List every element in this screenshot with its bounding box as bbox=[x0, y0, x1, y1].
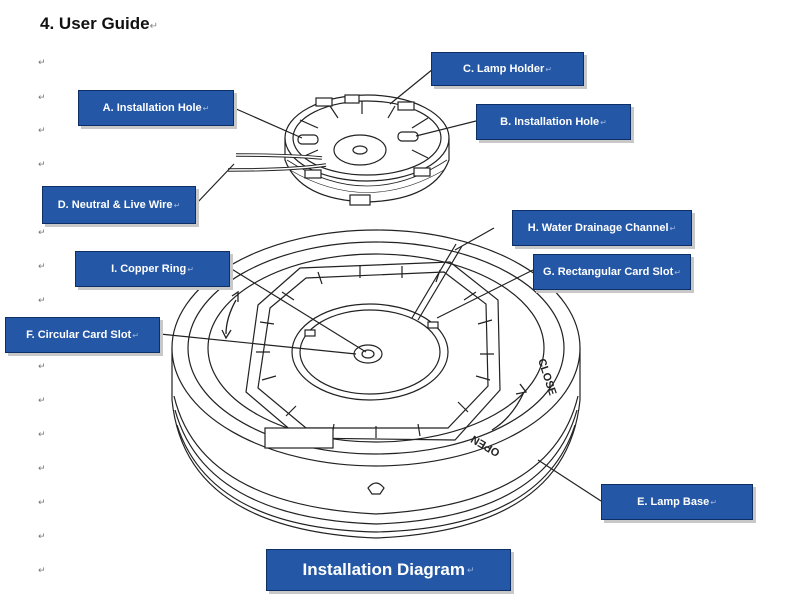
label-lamp-holder: C. Lamp Holder↵ bbox=[431, 52, 584, 86]
label-lamp-base: E. Lamp Base↵ bbox=[601, 484, 753, 520]
return-mark-icon: ↵ bbox=[600, 117, 607, 127]
diagram-title-text: Installation Diagram bbox=[302, 560, 465, 579]
paragraph-mark-icon: ↵ bbox=[38, 262, 46, 272]
return-mark-icon: ↵ bbox=[545, 64, 552, 74]
lamp-base-drawing bbox=[171, 229, 581, 539]
label-circular-card-slot-text: F. Circular Card Slot bbox=[26, 329, 132, 341]
label-water-drainage-channel-text: H. Water Drainage Channel bbox=[527, 222, 669, 234]
label-neutral-live-wire: D. Neutral & Live Wire↵ bbox=[42, 186, 196, 224]
return-mark-icon: ↵ bbox=[202, 103, 210, 113]
label-installation-hole-b-text: B. Installation Hole bbox=[500, 116, 600, 128]
section-title: User Guide bbox=[58, 14, 150, 33]
section-heading: 4. User Guide↵ bbox=[40, 14, 158, 34]
label-installation-hole-a: A. Installation Hole↵ bbox=[78, 90, 234, 126]
section-number: 4. bbox=[40, 14, 55, 33]
return-mark-icon: ↵ bbox=[669, 223, 677, 233]
paragraph-mark-icon: ↵ bbox=[38, 498, 46, 508]
label-installation-hole-a-text: A. Installation Hole bbox=[102, 102, 202, 114]
label-lamp-base-text: E. Lamp Base bbox=[637, 496, 710, 508]
label-rectangular-card-slot-text: G. Rectangular Card Slot bbox=[543, 266, 674, 278]
paragraph-mark-icon: ↵ bbox=[38, 396, 46, 406]
return-mark-icon: ↵ bbox=[674, 267, 681, 277]
paragraph-mark-icon: ↵ bbox=[38, 228, 46, 238]
diagram-title: Installation Diagram↵ bbox=[266, 549, 511, 591]
label-copper-ring: I. Copper Ring↵ bbox=[75, 251, 230, 287]
return-mark-icon: ↵ bbox=[187, 264, 194, 274]
paragraph-mark-icon: ↵ bbox=[38, 93, 46, 103]
paragraph-mark-icon: ↵ bbox=[38, 532, 46, 542]
paragraph-mark-icon: ↵ bbox=[38, 566, 46, 576]
return-mark-icon: ↵ bbox=[132, 330, 139, 340]
paragraph-mark-icon: ↵ bbox=[38, 160, 46, 170]
paragraph-mark-icon: ↵ bbox=[38, 362, 46, 372]
label-water-drainage-channel: H. Water Drainage Channel↵ bbox=[512, 210, 692, 246]
paragraph-mark-icon: ↵ bbox=[38, 464, 46, 474]
label-circular-card-slot: F. Circular Card Slot↵ bbox=[5, 317, 160, 353]
label-rectangular-card-slot: G. Rectangular Card Slot↵ bbox=[533, 254, 691, 290]
lamp-holder-drawing bbox=[227, 94, 450, 206]
leader-lines bbox=[159, 68, 602, 502]
paragraph-mark-icon: ↵ bbox=[38, 296, 46, 306]
return-mark-icon: ↵ bbox=[466, 564, 475, 575]
return-mark-icon: ↵ bbox=[173, 200, 181, 210]
label-lamp-holder-text: C. Lamp Holder bbox=[463, 63, 545, 75]
paragraph-mark-icon: ↵ bbox=[38, 430, 46, 440]
paragraph-mark-icon: ↵ bbox=[38, 58, 46, 68]
return-mark-icon: ↵ bbox=[149, 21, 159, 32]
paragraph-mark-icon: ↵ bbox=[38, 126, 46, 136]
return-mark-icon: ↵ bbox=[710, 497, 717, 507]
label-copper-ring-text: I. Copper Ring bbox=[111, 263, 187, 275]
label-neutral-live-wire-text: D. Neutral & Live Wire bbox=[57, 199, 173, 211]
label-installation-hole-b: B. Installation Hole↵ bbox=[476, 104, 631, 140]
